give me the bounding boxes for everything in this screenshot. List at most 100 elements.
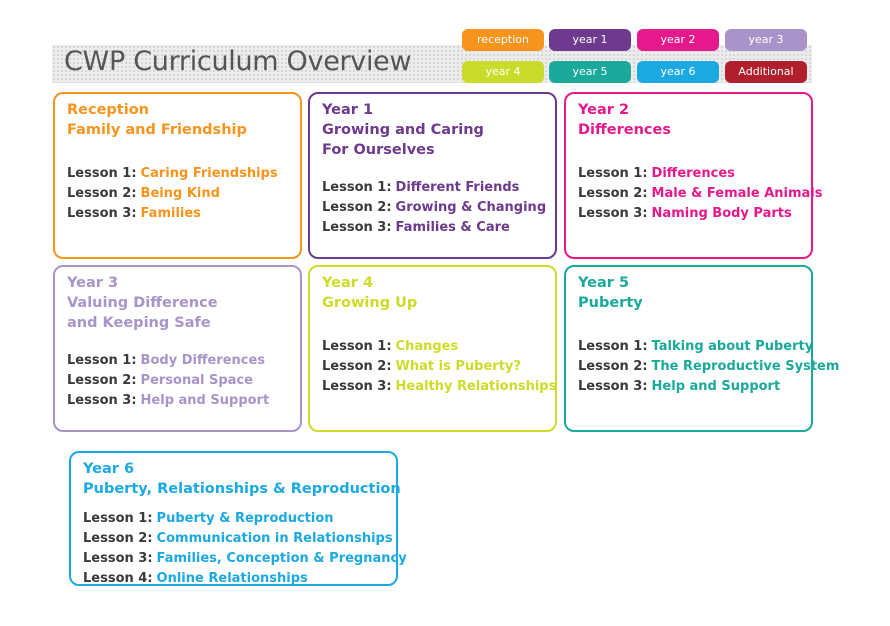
lesson-topic: Healthy Relationships xyxy=(395,379,557,394)
lesson-item: Lesson 3:Families xyxy=(67,204,290,224)
lesson-number: Lesson 3: xyxy=(578,379,648,394)
card-year-title: Reception xyxy=(67,102,149,118)
lesson-topic: Being Kind xyxy=(140,186,220,201)
card-year-title: Year 1 xyxy=(322,102,374,118)
lesson-item: Lesson 3:Naming Body Parts xyxy=(578,204,801,224)
card-heading: Year 6 Puberty, Relationships & Reproduct… xyxy=(83,459,401,499)
lesson-item: Lesson 3:Healthy Relationships xyxy=(322,377,556,397)
lesson-number: Lesson 3: xyxy=(322,379,392,394)
lesson-topic: Families & Care xyxy=(395,220,510,235)
lesson-item: Lesson 1:Caring Friendships xyxy=(67,164,290,184)
lesson-number: Lesson 3: xyxy=(322,220,392,235)
card-heading: Year 3 Valuing Difference and Keeping Safe xyxy=(67,273,290,333)
lesson-item: Lesson 3:Help and Support xyxy=(67,391,290,411)
lesson-topic: Caring Friendships xyxy=(140,166,278,181)
tab-additional[interactable]: Additional xyxy=(725,61,807,83)
lesson-topic: Online Relationships xyxy=(156,571,308,586)
lesson-item: Lesson 3:Families, Conception & Pregnanc… xyxy=(83,549,407,569)
card-year-title: Year 5 xyxy=(578,275,630,291)
lesson-topic: Different Friends xyxy=(395,180,520,195)
card-year-title: Year 6 xyxy=(83,461,135,477)
lesson-item: Lesson 2:Being Kind xyxy=(67,184,290,204)
lesson-number: Lesson 4: xyxy=(83,571,153,586)
lesson-topic: Families xyxy=(140,206,201,221)
lesson-number: Lesson 2: xyxy=(578,359,648,374)
lesson-item: Lesson 4:Online Relationships xyxy=(83,569,386,589)
lesson-number: Lesson 3: xyxy=(83,551,153,566)
tab-year-1[interactable]: year 1 xyxy=(549,29,631,51)
tab-reception[interactable]: reception xyxy=(462,29,544,51)
lesson-number: Lesson 2: xyxy=(322,359,392,374)
lesson-item: Lesson 2:The Reproductive System xyxy=(578,357,839,377)
lesson-number: Lesson 1: xyxy=(83,511,153,526)
card-theme-line: Puberty xyxy=(578,295,643,311)
card-theme-line: Growing Up xyxy=(322,295,418,311)
lesson-number: Lesson 3: xyxy=(578,206,648,221)
tab-year-6[interactable]: year 6 xyxy=(637,61,719,83)
lesson-number: Lesson 1: xyxy=(578,339,648,354)
card-heading: Year 4 Growing Up xyxy=(322,273,545,313)
lesson-number: Lesson 1: xyxy=(322,180,392,195)
card-year-6: Year 6 Puberty, Relationships & Reproduct… xyxy=(69,451,407,589)
lesson-number: Lesson 1: xyxy=(322,339,392,354)
lesson-item: Lesson 1:Different Friends xyxy=(322,178,545,198)
tab-year-4[interactable]: year 4 xyxy=(462,61,544,83)
lesson-topic: Personal Space xyxy=(140,373,253,388)
lesson-number: Lesson 2: xyxy=(83,531,153,546)
lesson-topic: Naming Body Parts xyxy=(651,206,792,221)
lesson-item: Lesson 1:Talking about Puberty xyxy=(578,337,813,357)
lesson-topic: The Reproductive System xyxy=(651,359,840,374)
lesson-item: Lesson 3:Families & Care xyxy=(322,218,545,238)
card-theme-line: and Keeping Safe xyxy=(67,315,211,331)
lesson-topic: Communication in Relationships xyxy=(156,531,393,546)
lesson-item: Lesson 1:Puberty & Reproduction xyxy=(83,509,386,529)
lesson-topic: Changes xyxy=(395,339,459,354)
lesson-topic: Families, Conception & Pregnancy xyxy=(156,551,407,566)
lesson-number: Lesson 2: xyxy=(578,186,648,201)
lesson-item: Lesson 2:Personal Space xyxy=(67,371,290,391)
page-title: CWP Curriculum Overview xyxy=(64,46,412,77)
card-theme-line: Puberty, Relationships & Reproduction xyxy=(83,481,401,497)
lesson-number: Lesson 1: xyxy=(578,166,648,181)
lesson-item: Lesson 2:Communication in Relationships xyxy=(83,529,393,549)
tab-year-2[interactable]: year 2 xyxy=(637,29,719,51)
lesson-topic: Body Differences xyxy=(140,353,266,368)
lesson-number: Lesson 1: xyxy=(67,353,137,368)
lesson-item: Lesson 2:Male & Female Animals xyxy=(578,184,823,204)
card-year-title: Year 4 xyxy=(322,275,374,291)
lesson-number: Lesson 2: xyxy=(67,186,137,201)
lesson-item: Lesson 2:Growing & Changing xyxy=(322,198,546,218)
card-theme-line: Differences xyxy=(578,122,671,138)
card-theme-line: Growing and Caring xyxy=(322,122,484,138)
tab-year-3[interactable]: year 3 xyxy=(725,29,807,51)
card-year-3: Year 3 Valuing Difference and Keeping Safe… xyxy=(53,265,302,432)
lesson-number: Lesson 3: xyxy=(67,393,137,408)
tab-year-5[interactable]: year 5 xyxy=(549,61,631,83)
lesson-number: Lesson 3: xyxy=(67,206,137,221)
card-theme-line: Valuing Difference xyxy=(67,295,218,311)
card-year-title: Year 3 xyxy=(67,275,119,291)
card-theme-line: Family and Friendship xyxy=(67,122,247,138)
lesson-item: Lesson 1:Body Differences xyxy=(67,351,290,371)
lesson-topic: Help and Support xyxy=(651,379,781,394)
lesson-item: Lesson 2:What is Puberty? xyxy=(322,357,545,377)
lesson-topic: Puberty & Reproduction xyxy=(156,511,334,526)
lesson-topic: Male & Female Animals xyxy=(651,186,823,201)
lesson-topic: Differences xyxy=(651,166,735,181)
card-year-title: Year 2 xyxy=(578,102,630,118)
card-theme-line: For Ourselves xyxy=(322,142,435,158)
lesson-number: Lesson 2: xyxy=(322,200,392,215)
card-heading: Year 2 Differences xyxy=(578,100,801,140)
lesson-item: Lesson 1:Changes xyxy=(322,337,545,357)
